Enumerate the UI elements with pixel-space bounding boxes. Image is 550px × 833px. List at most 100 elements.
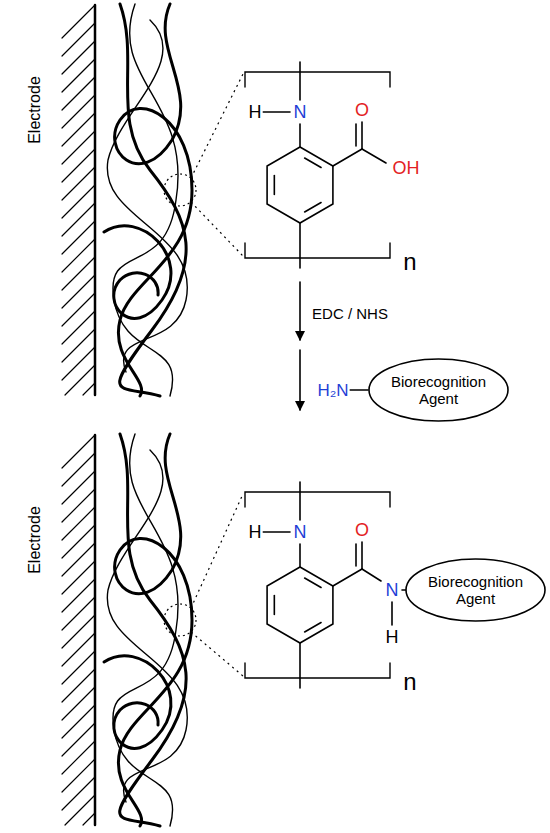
electrode-hatch — [62, 5, 95, 38]
electrode-hatch — [62, 41, 95, 74]
polymer-chain — [107, 20, 187, 372]
repeat-index: n — [402, 250, 417, 274]
reagent-label: EDC / NHS — [311, 306, 389, 321]
electrode-hatch — [83, 813, 95, 825]
electrode-hatch — [62, 651, 95, 684]
electrode-hatch — [62, 185, 95, 218]
zoom-line — [191, 632, 243, 676]
electrode-hatch — [62, 59, 95, 92]
repeat-bracket — [245, 72, 390, 87]
ring-double-bond — [274, 596, 276, 615]
amine-group: H₂N — [316, 382, 349, 399]
carbonyl-bond — [361, 122, 363, 149]
polymer-structure — [191, 482, 414, 688]
electrode-hatch — [62, 741, 95, 774]
polymer-chain — [104, 656, 171, 749]
repeat-bracket — [245, 492, 390, 507]
bond-line — [362, 569, 381, 581]
electrode-hatch — [62, 221, 95, 254]
polymer-structure — [191, 62, 390, 268]
electrode-hatch — [62, 435, 95, 468]
reaction-arrow — [299, 350, 301, 410]
electrode-hatch — [62, 293, 95, 326]
electrode-hatch — [62, 543, 95, 576]
electrode-hatch — [62, 23, 95, 56]
ring-double-bond — [274, 176, 276, 195]
electrode-hatch — [62, 239, 95, 272]
electrode-hatch — [83, 383, 95, 395]
electrode-hatch — [65, 365, 95, 395]
polymer-chain — [107, 450, 187, 802]
zoom-line — [191, 202, 243, 256]
ring-double-bond — [305, 622, 321, 631]
bond-line — [263, 111, 290, 113]
electrode-hatch — [62, 489, 95, 522]
electrode-hatch — [62, 669, 95, 702]
electrode-hatch — [62, 149, 95, 182]
electrode-hatch — [62, 203, 95, 236]
atom-label: H — [248, 523, 263, 541]
electrode-hatch — [62, 311, 95, 344]
electrode-hatch — [62, 347, 95, 380]
electrode-label: Electrode — [27, 75, 43, 145]
bond-line — [299, 544, 301, 567]
atom-label: O — [354, 101, 370, 119]
zoom-line — [191, 74, 243, 178]
electrode-hatch — [62, 633, 95, 666]
electrode-hatch — [62, 579, 95, 612]
zoom-circle — [164, 604, 196, 636]
linker-bond — [350, 389, 368, 391]
bond-line — [333, 569, 362, 586]
electrode-label: Electrode — [27, 505, 43, 575]
benzene-ring — [267, 567, 333, 643]
ellipse-content: Biorecognition Agent — [368, 358, 509, 422]
atom-label: N — [385, 581, 400, 599]
repeat-bracket — [245, 243, 390, 258]
polymer-chain — [113, 434, 178, 826]
polymer-chain — [113, 4, 178, 396]
carbonyl-bond — [361, 542, 363, 569]
electrode-hatch — [62, 77, 95, 110]
zoom-circle — [164, 174, 196, 206]
bond-line — [299, 643, 301, 688]
bond-line — [299, 124, 301, 147]
atom-label: OH — [392, 159, 421, 177]
polymer-chain — [104, 226, 171, 319]
ring-double-bond — [305, 578, 321, 587]
atom-label: H — [248, 103, 263, 121]
bond-line — [333, 149, 362, 166]
electrode-hatch — [62, 275, 95, 308]
polymer-chain — [115, 434, 192, 826]
electrode-hatch — [62, 257, 95, 290]
ellipse-label: Biorecognition Agent — [423, 573, 529, 608]
electrode-hatch — [62, 615, 95, 648]
electrode-hatch — [62, 561, 95, 594]
electrode-hatch — [62, 471, 95, 504]
electrode-hatch — [62, 507, 95, 540]
bond-line — [263, 531, 290, 533]
ring-double-bond — [305, 202, 321, 211]
bond-line — [299, 223, 301, 268]
electrode-hatch — [62, 687, 95, 720]
electrode-hatch — [62, 113, 95, 146]
zoom-line — [191, 494, 243, 608]
carbonyl-bond — [355, 544, 357, 566]
electrode-panel — [62, 4, 196, 396]
carbonyl-bond — [355, 124, 357, 146]
ellipse-outline — [369, 359, 508, 421]
electrode-panel — [62, 434, 196, 826]
electrode-hatch — [62, 329, 95, 362]
electrode-hatch — [62, 453, 95, 486]
recognition-ellipse: Biorecognition Agent — [368, 358, 509, 422]
bond-line — [362, 149, 386, 163]
ring-double-bond — [305, 158, 321, 167]
ellipse-content: Biorecognition Agent — [405, 558, 546, 622]
electrode-hatch — [62, 167, 95, 200]
electrode-hatch — [62, 705, 95, 738]
electrode-hatch — [62, 723, 95, 756]
bond-line — [391, 602, 393, 625]
electrode-surface — [94, 435, 97, 825]
electrode-hatch — [65, 795, 95, 825]
atom-label: O — [354, 521, 370, 539]
atom-label: N — [293, 523, 308, 541]
